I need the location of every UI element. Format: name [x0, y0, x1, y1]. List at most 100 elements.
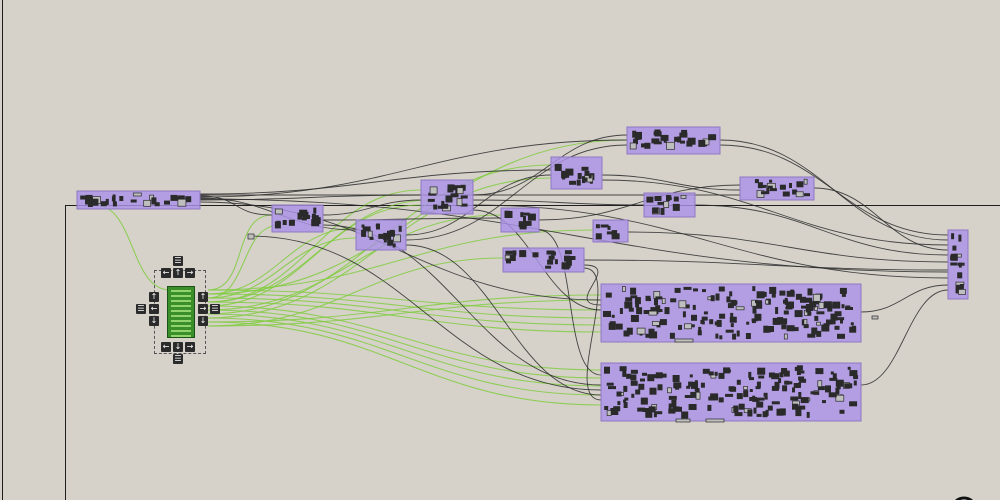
component[interactable] — [445, 195, 453, 203]
component[interactable] — [311, 219, 320, 227]
component[interactable] — [779, 372, 784, 378]
component[interactable] — [694, 387, 698, 392]
component[interactable] — [795, 191, 804, 198]
arrow-right-icon[interactable]: → — [185, 268, 195, 278]
component[interactable] — [756, 291, 765, 299]
component[interactable] — [723, 367, 731, 374]
component[interactable] — [545, 265, 552, 269]
component[interactable] — [736, 393, 743, 400]
component[interactable] — [827, 304, 833, 312]
component[interactable] — [733, 405, 739, 413]
component[interactable] — [369, 236, 374, 240]
component[interactable] — [807, 288, 813, 296]
component[interactable] — [288, 219, 295, 226]
component[interactable] — [387, 239, 394, 246]
component[interactable] — [816, 330, 822, 337]
component[interactable] — [693, 288, 698, 292]
component[interactable] — [569, 180, 577, 185]
component[interactable] — [132, 192, 142, 197]
component[interactable] — [735, 306, 745, 311]
component[interactable] — [730, 312, 734, 317]
component[interactable] — [688, 381, 694, 387]
component[interactable] — [130, 199, 137, 203]
component[interactable] — [460, 195, 468, 199]
component[interactable] — [829, 377, 838, 381]
component[interactable] — [689, 374, 693, 378]
arrow-right-icon[interactable]: → — [185, 342, 195, 352]
component[interactable] — [518, 221, 527, 228]
component[interactable] — [649, 387, 657, 395]
component[interactable] — [779, 184, 786, 190]
component[interactable] — [564, 250, 572, 255]
component[interactable] — [638, 383, 645, 390]
component[interactable] — [682, 311, 686, 318]
component[interactable] — [378, 233, 384, 239]
component[interactable] — [841, 304, 845, 309]
component[interactable] — [608, 322, 616, 330]
component[interactable] — [657, 201, 665, 205]
component[interactable] — [700, 319, 705, 324]
component[interactable] — [616, 391, 622, 397]
component[interactable] — [648, 310, 658, 316]
component[interactable] — [806, 411, 810, 418]
component[interactable] — [85, 194, 93, 202]
component[interactable] — [790, 396, 799, 401]
component[interactable] — [702, 289, 706, 293]
component[interactable] — [710, 393, 719, 401]
component[interactable] — [774, 381, 780, 389]
component[interactable] — [664, 307, 670, 315]
component[interactable] — [958, 289, 966, 295]
component[interactable] — [456, 198, 463, 207]
component[interactable] — [787, 293, 792, 296]
component[interactable] — [447, 188, 454, 193]
component[interactable] — [815, 368, 824, 375]
component[interactable] — [756, 401, 764, 408]
component[interactable] — [828, 392, 837, 398]
component[interactable] — [301, 217, 307, 221]
component[interactable] — [611, 233, 620, 240]
component[interactable] — [247, 233, 255, 240]
component[interactable] — [790, 289, 795, 296]
component[interactable] — [714, 321, 720, 326]
component[interactable] — [757, 367, 766, 375]
component[interactable] — [617, 401, 621, 406]
component[interactable] — [629, 142, 637, 150]
component[interactable] — [756, 413, 762, 417]
component[interactable] — [450, 193, 459, 198]
component[interactable] — [700, 382, 705, 388]
component[interactable] — [645, 333, 654, 338]
component[interactable] — [734, 412, 743, 417]
component[interactable] — [564, 255, 570, 262]
component[interactable] — [745, 333, 751, 339]
component[interactable] — [521, 212, 530, 216]
component[interactable] — [666, 195, 670, 201]
component[interactable] — [361, 224, 365, 228]
component[interactable] — [844, 383, 853, 389]
component[interactable] — [781, 368, 788, 374]
component[interactable] — [666, 141, 675, 150]
component[interactable] — [816, 311, 825, 315]
arrow-left-icon[interactable]: ← — [161, 268, 171, 278]
component[interactable] — [603, 311, 611, 317]
component[interactable] — [795, 409, 802, 417]
component[interactable] — [398, 225, 402, 232]
component[interactable] — [746, 321, 750, 325]
component[interactable] — [729, 291, 733, 297]
component[interactable] — [718, 286, 725, 292]
component[interactable] — [686, 385, 691, 389]
component[interactable] — [630, 315, 639, 322]
component[interactable] — [119, 196, 124, 201]
component[interactable] — [519, 225, 527, 230]
component[interactable] — [678, 324, 682, 330]
component[interactable] — [836, 384, 841, 390]
component[interactable] — [747, 409, 753, 417]
component[interactable] — [645, 295, 651, 301]
component[interactable] — [950, 262, 958, 266]
component[interactable] — [642, 408, 651, 412]
component[interactable] — [794, 310, 803, 318]
component[interactable] — [765, 299, 769, 305]
component[interactable] — [636, 307, 643, 315]
component[interactable] — [668, 408, 676, 414]
component[interactable] — [622, 370, 627, 377]
component[interactable] — [795, 293, 802, 300]
